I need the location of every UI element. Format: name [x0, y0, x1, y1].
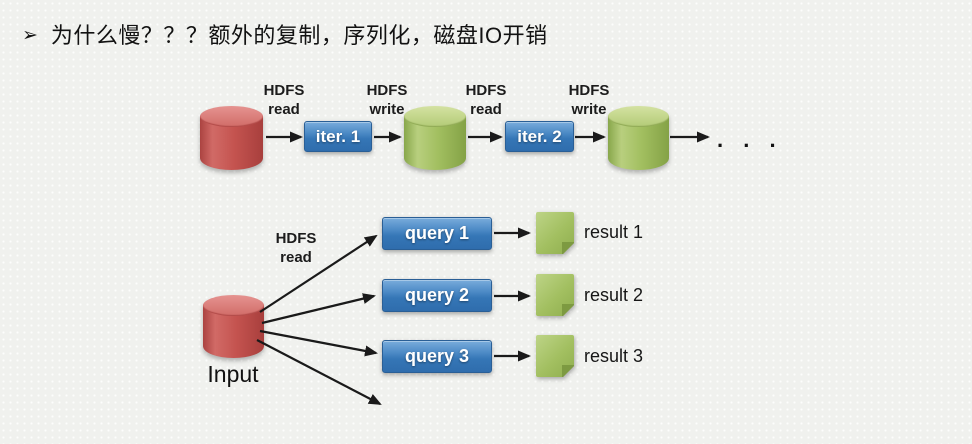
- result2-doc-shape: [536, 274, 574, 316]
- arrow-input-more: [256, 339, 382, 405]
- query3-label: query 3: [404, 346, 470, 366]
- continuation-dots: . . .: [717, 127, 783, 152]
- query3-box: query 3: [382, 340, 492, 373]
- doc-face: [536, 212, 574, 254]
- result1-doc-shape: [536, 212, 574, 254]
- iter2-box: iter. 2: [505, 121, 574, 152]
- input-label: Input: [207, 361, 259, 387]
- result1-label: result 1: [584, 222, 644, 242]
- cylinder-top: [608, 106, 669, 127]
- title-row: ➢ 为什么慢？？？额外的复制，序列化，磁盘IO开销: [22, 22, 548, 49]
- cylinder-top: [203, 295, 264, 316]
- arrow-input-query2: [261, 293, 376, 325]
- result2-label: result 2: [584, 285, 644, 305]
- query1-box: query 1: [382, 217, 492, 250]
- arrow-input-query3: [259, 329, 378, 357]
- hdfs-cylinder-2: [608, 106, 669, 170]
- hdfs-read-label-queries: HDFS read: [275, 230, 317, 267]
- iter1-label: iter. 1: [315, 126, 361, 146]
- hdfs-write-label-1: HDFS write: [366, 82, 408, 119]
- hdfs-write-label-2: HDFS write: [568, 82, 610, 119]
- cylinder-top: [404, 106, 466, 127]
- iter2-label: iter. 2: [517, 126, 562, 146]
- iter1-box: iter. 1: [304, 121, 372, 152]
- cylinder-top: [200, 106, 263, 127]
- doc-face: [536, 274, 574, 316]
- input-cylinder-iteration: [200, 106, 263, 170]
- input-cylinder: [203, 295, 264, 358]
- bullet-arrow-icon: ➢: [22, 25, 38, 46]
- hdfs-read-label-1: HDFS read: [263, 82, 305, 119]
- result3-doc-shape: [536, 335, 574, 377]
- doc-face: [536, 335, 574, 377]
- hdfs-read-label-2: HDFS read: [465, 82, 507, 119]
- query1-label: query 1: [404, 223, 470, 243]
- query2-box: query 2: [382, 279, 492, 312]
- hdfs-cylinder-1: [404, 106, 466, 170]
- result3-label: result 3: [584, 346, 644, 366]
- page-title: 为什么慢？？？额外的复制，序列化，磁盘IO开销: [50, 23, 548, 48]
- query2-label: query 2: [404, 285, 470, 305]
